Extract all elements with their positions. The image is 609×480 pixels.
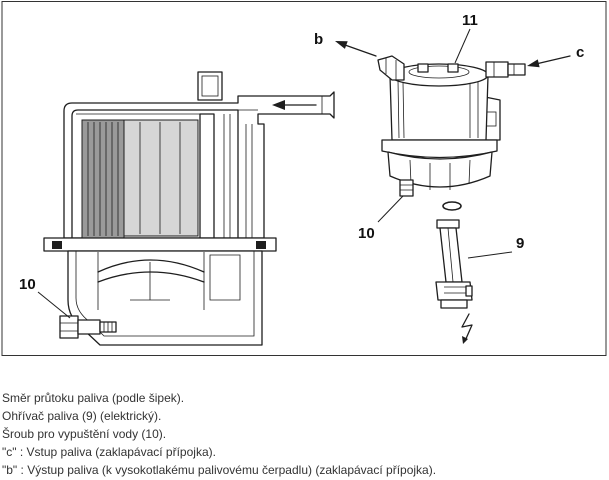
seal-left <box>52 241 62 249</box>
heater-connector-lines <box>444 286 466 294</box>
label-9: 9 <box>516 235 524 252</box>
housing-inner-wall <box>71 109 239 239</box>
filter-body-shading <box>397 79 479 139</box>
drain-screw-body <box>77 319 101 335</box>
heater-rod <box>439 227 463 283</box>
filter-top-cap-rim <box>408 65 470 79</box>
cartridge-light-media <box>123 119 199 237</box>
filter-top-knob-left <box>417 63 429 73</box>
outlet-arrow-shaft <box>344 44 377 57</box>
housing-flange <box>43 237 277 252</box>
filter-bowl-ribs <box>409 159 471 190</box>
connector-c-body <box>485 61 509 78</box>
filter-housing-cross-section <box>43 71 335 346</box>
label-10-left: 10 <box>19 276 36 293</box>
leader-9 <box>467 251 513 259</box>
heater-connector-base <box>440 299 468 309</box>
housing-lower-ribs <box>97 252 205 310</box>
label-c: c <box>576 44 584 61</box>
leader-10-left <box>37 291 71 319</box>
drain-screw-head <box>59 315 79 339</box>
legend-line-flow-direction: Směr průtoku paliva (podle šipek). <box>2 391 185 405</box>
heater-top-cap <box>436 219 460 229</box>
fuel-heater-probe <box>435 219 473 309</box>
venturi-lower-curve <box>97 271 205 283</box>
label-10-right: 10 <box>358 225 375 242</box>
diagram-frame <box>1 1 607 356</box>
fuel-filter-diagram: 10 <box>1 1 607 356</box>
drain-screw-thread-lines <box>103 322 113 332</box>
outlet-arrow-head <box>335 41 348 49</box>
heater-connector <box>435 281 473 301</box>
label-11: 11 <box>462 12 478 29</box>
drain-screw-head-flats <box>60 322 78 332</box>
electric-lightning-icon <box>461 313 473 342</box>
leader-10-right <box>377 195 404 223</box>
housing-inner-ribs <box>223 114 253 238</box>
cartridge-media-stripes <box>87 122 119 236</box>
heater-latch <box>465 285 473 297</box>
filter-top-knob-right <box>447 63 459 73</box>
legend-line-drain-screw: Šroub pro vypuštění vody (10). <box>2 427 167 441</box>
venturi-upper-curve <box>97 259 205 273</box>
legend-line-outlet-b: "b" : Výstup paliva (k vysokotlakému pal… <box>2 463 437 477</box>
seal-right <box>256 241 266 249</box>
electric-lightning-tip <box>462 336 468 344</box>
legend-line-inlet-c: "c" : Vstup paliva (zaklapávací přípojka… <box>2 445 216 459</box>
flow-arrow-head <box>272 100 285 110</box>
filter-top-cap <box>389 63 489 87</box>
connector-c-tip <box>507 63 526 76</box>
filter-drain-screw-lines <box>400 184 413 191</box>
fuel-filter-unit <box>377 55 526 197</box>
connector-b <box>377 55 405 81</box>
cartridge-light-stripes <box>139 122 181 234</box>
filter-drain-screw <box>399 179 414 197</box>
o-ring <box>442 201 462 211</box>
legend: Směr průtoku paliva (podle šipek). Ohřív… <box>2 389 602 479</box>
housing-water-chamber <box>209 254 241 301</box>
legend-line-heater: Ohřívač paliva (9) (elektrický). <box>2 409 162 423</box>
connector-c-detail <box>493 62 515 77</box>
cartridge-center-tube <box>199 113 215 239</box>
inlet-arrow-head <box>527 59 540 68</box>
housing-top-plug-inner <box>201 75 219 97</box>
connector-b-detail <box>385 58 397 80</box>
inlet-arrow-shaft <box>537 55 571 65</box>
label-b: b <box>314 31 323 48</box>
filter-lower-bowl <box>387 151 493 188</box>
heater-rod-line <box>447 227 454 283</box>
leader-11 <box>454 28 471 64</box>
